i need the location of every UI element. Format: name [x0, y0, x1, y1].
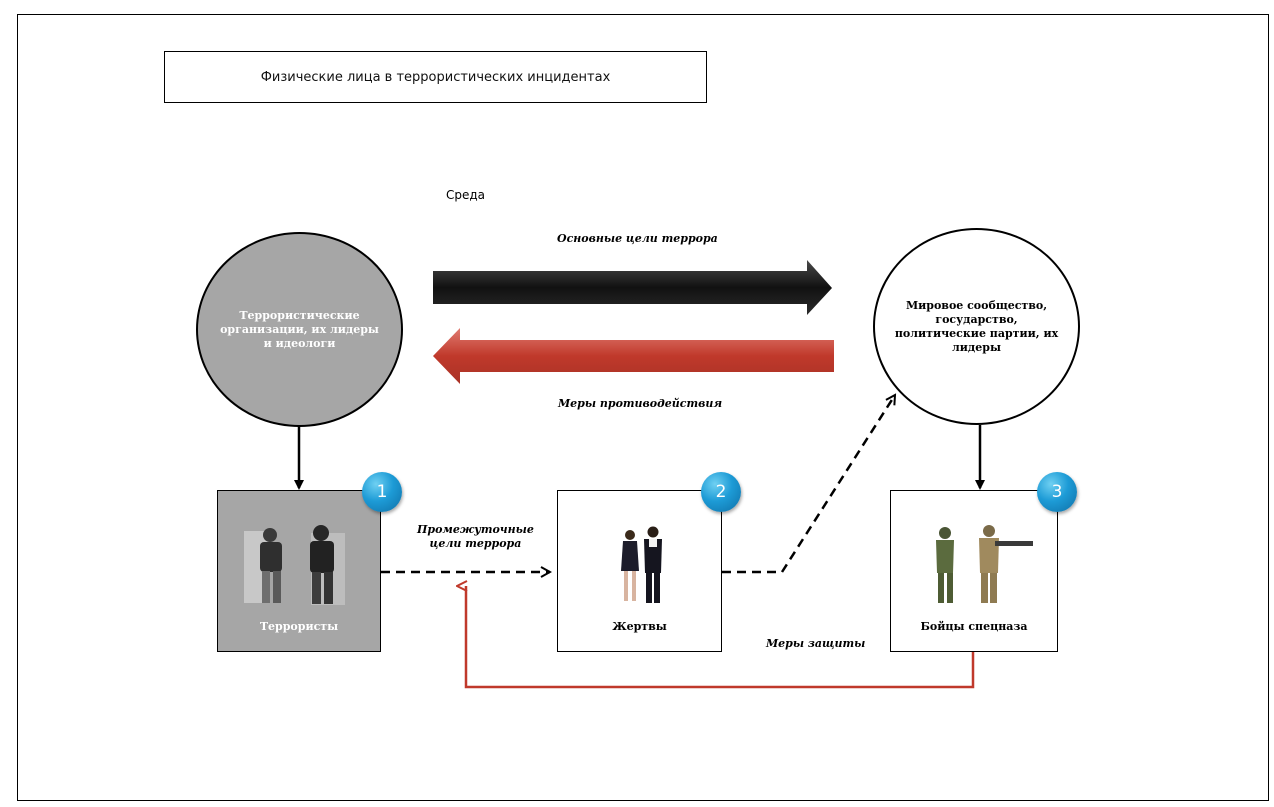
- terrorists-image: [244, 525, 345, 605]
- badge-2: 2: [701, 472, 741, 512]
- main-goals-label: Основные цели террора: [557, 232, 718, 245]
- intermediate-goals-line1: Промежуточные: [417, 523, 534, 536]
- terrorists-box: Террористы: [217, 490, 381, 652]
- box2-to-right-circle-dashed-arrow: [722, 395, 895, 574]
- special-forces-caption: Бойцы спецназа: [920, 620, 1028, 633]
- environment-label: Среда: [446, 188, 486, 202]
- world-community-text: Мировое сообщество, государство, политич…: [894, 298, 1059, 354]
- diagram-title-box: Физические лица в террористических инцид…: [164, 51, 707, 103]
- terrorist-organizations-text: Террористические организации, их лидеры …: [220, 308, 379, 350]
- intermediate-goals-line2: цели террора: [429, 537, 522, 550]
- victims-image: [621, 526, 662, 603]
- special-forces-box: Бойцы спецназа: [890, 490, 1058, 652]
- main-goals-arrow: [433, 260, 832, 315]
- special-forces-image: [936, 525, 1033, 603]
- protection-measures-label: Меры защиты: [766, 637, 866, 650]
- countermeasures-arrow: [433, 328, 834, 384]
- victims-caption: Жертвы: [612, 620, 667, 633]
- protection-feedback-arrow: [466, 586, 975, 689]
- countermeasures-label: Меры противодействия: [558, 397, 723, 410]
- victims-box: Жертвы: [557, 490, 722, 652]
- badge-1: 1: [362, 472, 402, 512]
- terrorists-caption: Террористы: [259, 620, 339, 633]
- world-community-circle: Мировое сообщество, государство, политич…: [873, 228, 1080, 425]
- diagram-frame: [17, 14, 1269, 801]
- intermediate-goals-label: Промежуточные цели террора: [417, 523, 534, 551]
- terrorist-organizations-circle: Террористические организации, их лидеры …: [196, 232, 403, 427]
- diagram-title: Физические лица в террористических инцид…: [260, 69, 611, 85]
- badge-3: 3: [1037, 472, 1077, 512]
